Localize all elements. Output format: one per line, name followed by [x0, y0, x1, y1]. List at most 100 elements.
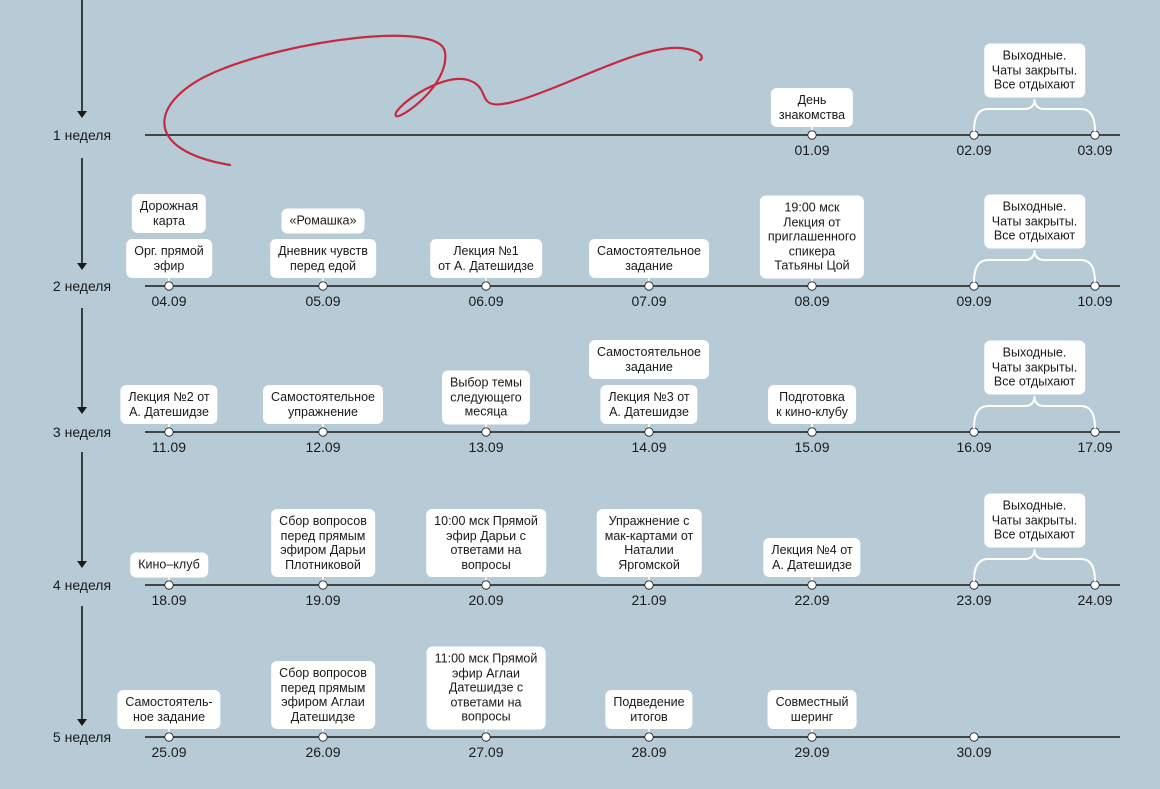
- week-arrow-head: [77, 561, 87, 568]
- event-card: «Ромашка»: [281, 208, 365, 233]
- date-dot: [807, 580, 817, 590]
- card-line: перед прямым: [280, 680, 366, 695]
- date-dot: [1090, 281, 1100, 291]
- week-arrow-head: [77, 719, 87, 726]
- card-line: Подведение: [613, 695, 685, 709]
- card-line: Сбор вопросов: [279, 666, 367, 680]
- event-card: Кино–клуб: [130, 552, 208, 577]
- card-line: задание: [625, 258, 673, 273]
- week-label: 2 неделя: [52, 278, 112, 294]
- date-dot: [969, 580, 979, 590]
- card-line: 11:00 мск Прямой: [434, 651, 538, 666]
- card-line: Все отдыхают: [993, 527, 1076, 542]
- weekend-card: Выходные.Чаты закрыты.Все отдыхают: [983, 340, 1086, 394]
- date-dot: [318, 580, 328, 590]
- week-label: 4 неделя: [52, 577, 112, 593]
- date-dot: [164, 427, 174, 437]
- card-line: Яргомской: [618, 557, 680, 572]
- card-line: Выходные.: [1002, 498, 1067, 513]
- card-line: Совместный: [775, 695, 849, 709]
- card-line: эфиром Дарьи: [280, 543, 366, 557]
- date-dot: [1090, 580, 1100, 590]
- date-label: 15.09: [794, 439, 830, 455]
- date-label: 17.09: [1077, 439, 1113, 455]
- weekend-bracket: [973, 548, 1096, 582]
- card-line: Все отдыхают: [993, 228, 1076, 243]
- date-label: 01.09: [794, 142, 830, 158]
- card-line: шеринг: [790, 709, 834, 724]
- date-label: 21.09: [631, 592, 667, 608]
- card-line: Наталии: [624, 543, 674, 557]
- card-line: Датешидзе с: [448, 680, 524, 695]
- date-dot: [164, 732, 174, 742]
- card-line: 10:00 мск Прямой: [434, 514, 538, 528]
- card-line: ответами на: [450, 543, 522, 557]
- week-label: 5 неделя: [52, 729, 112, 745]
- card-line: задание: [625, 359, 673, 374]
- card-line: Чаты закрыты.: [991, 360, 1078, 374]
- date-dot: [969, 130, 979, 140]
- card-line: Самостоятельное: [271, 390, 375, 404]
- card-line: эфир: [153, 258, 185, 273]
- date-dot: [644, 427, 654, 437]
- date-label: 28.09: [631, 744, 667, 760]
- card-line: вопросы: [461, 557, 511, 572]
- date-label: 11.09: [152, 439, 186, 455]
- card-line: Дорожная: [139, 199, 199, 213]
- card-line: Самостоятельное: [597, 345, 701, 359]
- date-dot: [807, 427, 817, 437]
- card-line: Орг. прямой: [134, 244, 204, 258]
- weekend-card: Выходные.Чаты закрыты.Все отдыхают: [983, 43, 1086, 97]
- card-line: Выходные.: [1002, 345, 1067, 360]
- card-line: приглашенного: [767, 229, 857, 244]
- date-dot: [807, 130, 817, 140]
- card-line: Выходные.: [1002, 199, 1067, 214]
- red-scribble: [163, 34, 703, 167]
- date-dot: [1090, 130, 1100, 140]
- date-dot: [644, 580, 654, 590]
- card-line: перед прямым: [280, 528, 366, 543]
- date-label: 30.09: [956, 744, 992, 760]
- date-label: 13.09: [468, 439, 504, 455]
- week-label: 3 неделя: [52, 424, 112, 440]
- card-line: Лекция от: [783, 215, 841, 229]
- card-line: ответами на: [450, 695, 522, 709]
- card-line: Самостоятель-: [125, 695, 213, 709]
- date-dot: [807, 732, 817, 742]
- date-dot: [318, 427, 328, 437]
- date-label: 22.09: [794, 592, 830, 608]
- card-line: упражнение: [288, 404, 358, 419]
- card-line: следующего: [450, 390, 522, 404]
- date-dot: [807, 281, 817, 291]
- date-dot: [969, 427, 979, 437]
- date-dot: [318, 732, 328, 742]
- card-line: карта: [153, 213, 185, 228]
- weekend-bracket: [973, 249, 1096, 283]
- date-dot: [481, 732, 491, 742]
- date-label: 08.09: [794, 293, 830, 309]
- card-line: Кино–клуб: [138, 557, 200, 572]
- date-dot: [481, 427, 491, 437]
- date-dot: [644, 732, 654, 742]
- date-label: 05.09: [305, 293, 341, 309]
- weekend-bracket: [973, 98, 1096, 132]
- date-label: 18.09: [151, 592, 187, 608]
- card-line: мак-картами от: [604, 528, 694, 543]
- card-line: Выходные.: [1002, 48, 1067, 63]
- event-card: Самостоятель-ное задание: [117, 690, 221, 729]
- date-label: 09.09: [956, 293, 992, 309]
